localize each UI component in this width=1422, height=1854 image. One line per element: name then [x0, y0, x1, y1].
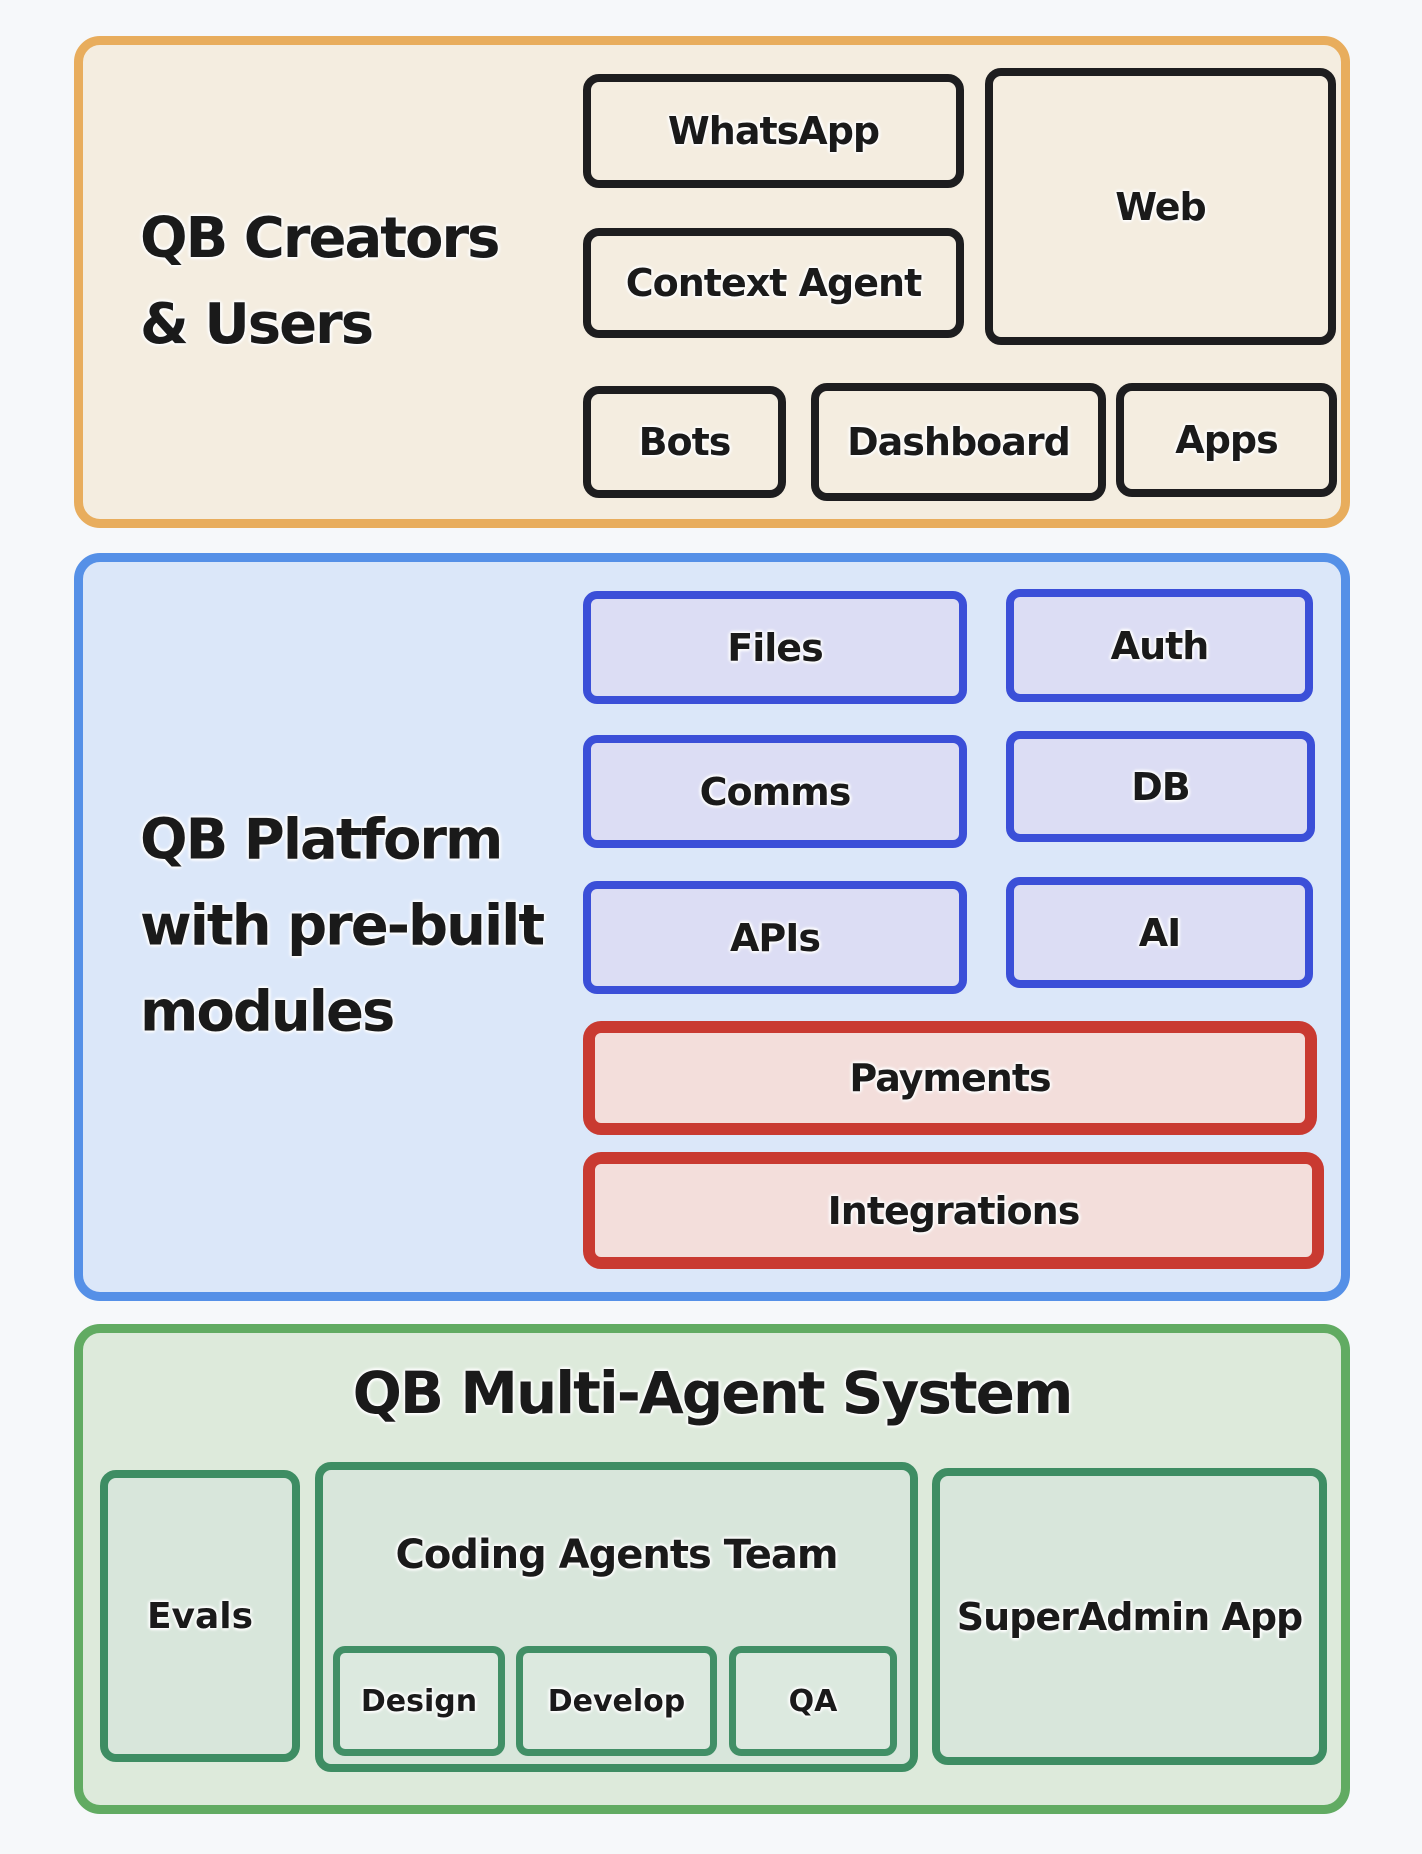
web-label: Web [1115, 184, 1207, 229]
bots-label: Bots [638, 420, 732, 464]
platform-title-line-1: QB Platform [140, 807, 503, 873]
coding-agents-team-box: Coding Agents Team Design Develop QA [315, 1462, 918, 1772]
context-agent-box: Context Agent [583, 228, 964, 338]
evals-label: Evals [146, 1595, 254, 1637]
integrations-box: Integrations [583, 1152, 1324, 1269]
develop-box: Develop [516, 1646, 717, 1756]
design-label: Design [360, 1683, 478, 1719]
section-platform: QB Platform with pre-built modules Files… [74, 553, 1350, 1301]
ai-module-box: AI [1006, 877, 1313, 988]
superadmin-app-box: SuperAdmin App [932, 1468, 1327, 1765]
whatsapp-box: WhatsApp [583, 74, 964, 188]
creators-title-line-2: & Users [140, 292, 374, 357]
files-module-box: Files [583, 591, 967, 704]
agents-section-title: QB Multi-Agent System [352, 1359, 1074, 1427]
dashboard-box: Dashboard [811, 383, 1106, 501]
qa-label: QA [788, 1683, 838, 1719]
platform-title-line-2: with pre-built [140, 893, 545, 959]
apis-module-box: APIs [583, 881, 967, 994]
evals-box: Evals [100, 1470, 300, 1762]
comms-label: Comms [699, 769, 852, 814]
bots-box: Bots [583, 386, 786, 498]
db-label: DB [1131, 764, 1191, 809]
platform-section-title: QB Platform with pre-built modules [140, 798, 545, 1057]
integrations-label: Integrations [827, 1188, 1081, 1233]
payments-box: Payments [583, 1021, 1317, 1135]
qa-box: QA [729, 1646, 897, 1756]
apis-label: APIs [729, 915, 821, 960]
superadmin-label: SuperAdmin App [956, 1594, 1303, 1639]
creators-section-title: QB Creators & Users [140, 196, 500, 368]
coding-agents-team-label: Coding Agents Team [395, 1532, 838, 1578]
develop-label: Develop [547, 1683, 686, 1719]
apps-label: Apps [1175, 418, 1278, 462]
platform-title-line-3: modules [140, 980, 395, 1046]
comms-module-box: Comms [583, 735, 967, 848]
apps-box: Apps [1116, 383, 1337, 497]
payments-label: Payments [849, 1056, 1051, 1100]
design-box: Design [333, 1646, 505, 1756]
ai-label: AI [1138, 910, 1182, 955]
creators-title-line-1: QB Creators [140, 205, 500, 271]
whatsapp-label: WhatsApp [667, 109, 880, 153]
dashboard-label: Dashboard [847, 420, 1071, 464]
section-creators-users: QB Creators & Users WhatsApp Web Context… [74, 36, 1350, 528]
db-module-box: DB [1006, 731, 1315, 842]
section-multi-agent-system: QB Multi-Agent System Evals Coding Agent… [74, 1324, 1350, 1814]
auth-module-box: Auth [1006, 589, 1313, 702]
context-agent-label: Context Agent [625, 261, 922, 305]
auth-label: Auth [1110, 623, 1210, 668]
web-box: Web [985, 68, 1336, 345]
files-label: Files [727, 625, 823, 670]
